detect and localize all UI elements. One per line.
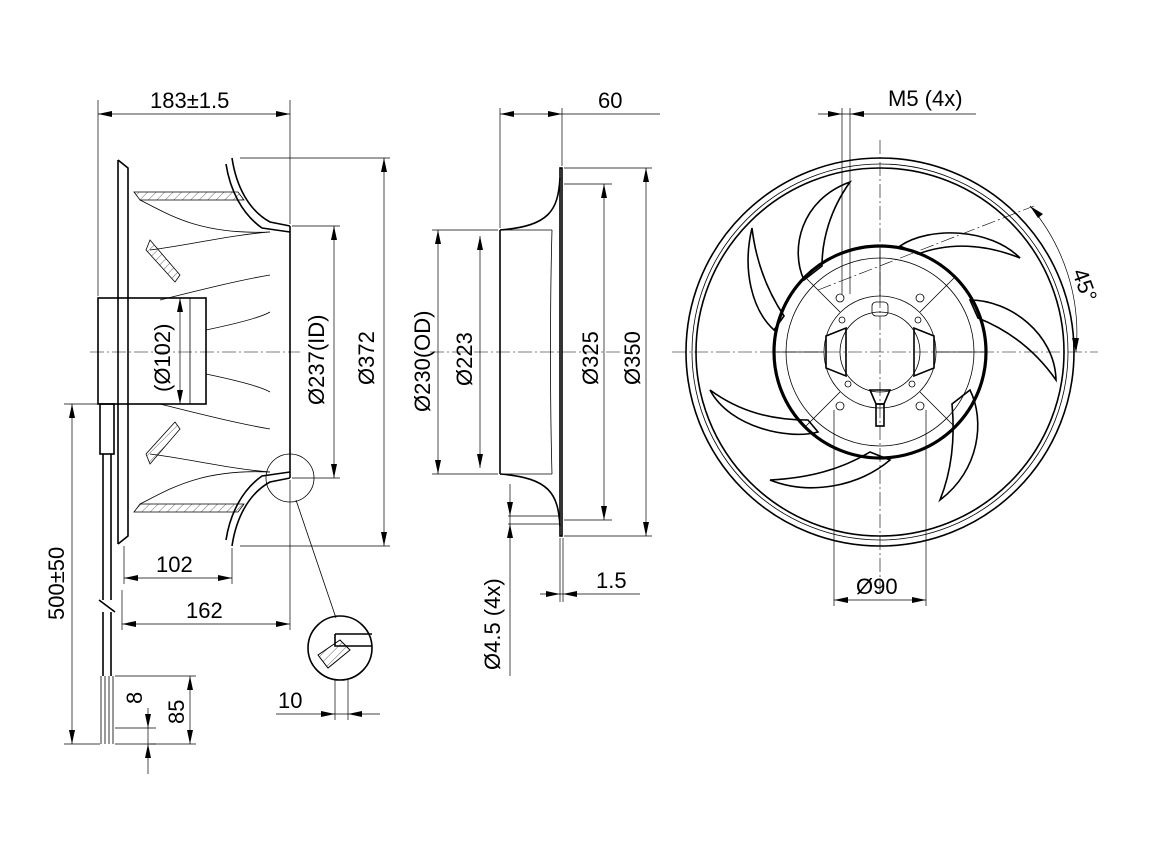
dim-inlet-diameter: Ø237(ID): [304, 315, 329, 405]
dim-ring-outer: Ø230(OD): [410, 311, 435, 412]
side-view: 183±1.5 (Ø102) Ø237(ID) Ø372 102 16: [44, 88, 390, 774]
shroud-lower: [231, 477, 291, 547]
blades-front: [709, 180, 1057, 503]
front-view: 45° M5 (4x) Ø90: [672, 86, 1102, 606]
motor-hub: [97, 297, 207, 405]
back-plate: [117, 159, 129, 545]
dim-cable-length: 500±50: [44, 547, 69, 620]
dim-angle: 45°: [1067, 265, 1102, 305]
hub-spokes: [774, 246, 986, 428]
inlet-ring-view: 60 Ø230(OD) Ø223 Ø325 Ø350 Ø4.5 (4x: [410, 88, 660, 676]
shroud-upper: [231, 157, 291, 227]
mounting-holes: [835, 293, 925, 411]
dim-detail-size: 10: [278, 688, 302, 713]
dim-hub-diameter: (Ø102): [150, 324, 175, 392]
dim-overall-length: 183±1.5: [150, 88, 229, 113]
blades-side: [139, 199, 271, 505]
dim-flange-diameter: Ø350: [620, 331, 645, 385]
dim-holes: Ø4.5 (4x): [480, 578, 505, 670]
dim-bolt-circle: Ø90: [856, 574, 898, 599]
outer-shroud: [685, 157, 1075, 547]
detail-view: [307, 615, 373, 681]
dim-threads: M5 (4x): [888, 86, 963, 111]
dim-rotor-length: 162: [186, 598, 223, 623]
angle-arc: [1029, 205, 1078, 353]
dim-hub-length: 102: [156, 552, 193, 577]
dim-ring-depth: 60: [598, 88, 622, 113]
dim-wire-length: 85: [164, 700, 189, 724]
dim-strip-length: 8: [122, 692, 147, 704]
dim-ring-thickness: 1.5: [596, 568, 627, 593]
dim-hole-circle: Ø325: [578, 331, 603, 385]
dim-outer-diameter: Ø372: [354, 331, 379, 385]
cable: [98, 403, 116, 744]
dim-ring-inner: Ø223: [452, 332, 477, 386]
inlet-flange: [559, 167, 563, 537]
